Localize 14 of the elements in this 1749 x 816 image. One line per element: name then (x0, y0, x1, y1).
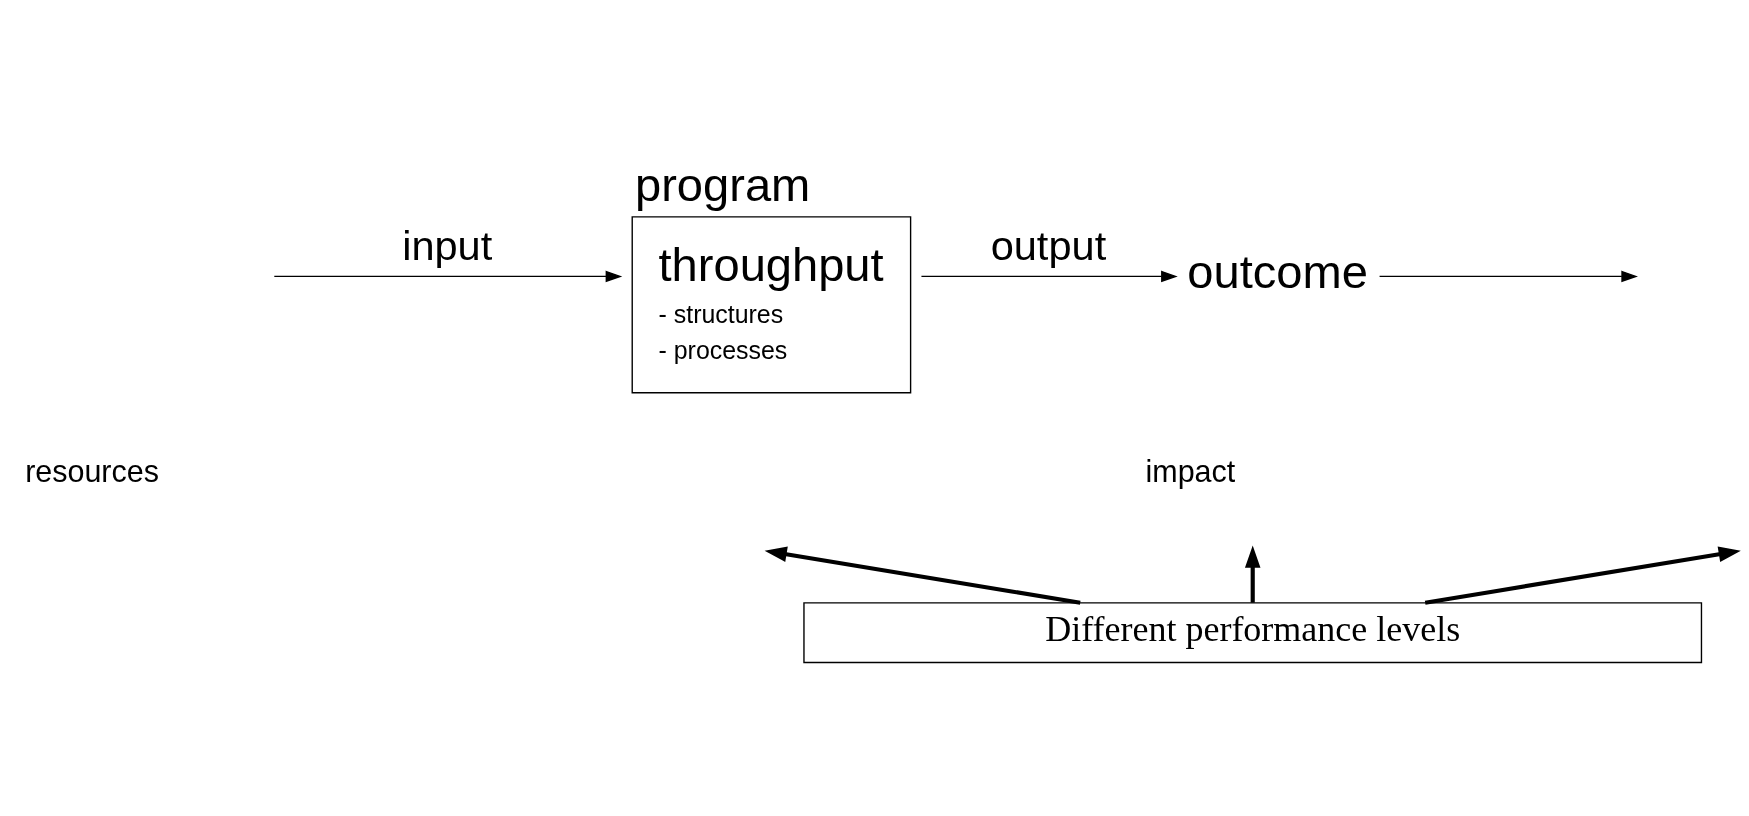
label: resources (25, 453, 159, 488)
arrow (1378, 270, 1638, 282)
node-text: outcome (1187, 244, 1368, 298)
arrow (1424, 546, 1741, 605)
arrow (764, 546, 1081, 605)
edge-label: output (990, 221, 1107, 269)
arrow (273, 270, 623, 282)
arrow (1244, 545, 1261, 603)
edge-label: input (402, 221, 493, 269)
node-box: throughput - structures - processes (631, 215, 912, 393)
node-label: program (634, 157, 811, 211)
arrow (920, 270, 1178, 282)
node-box: Different performance levels (803, 601, 1703, 663)
label: impact (1145, 453, 1236, 488)
